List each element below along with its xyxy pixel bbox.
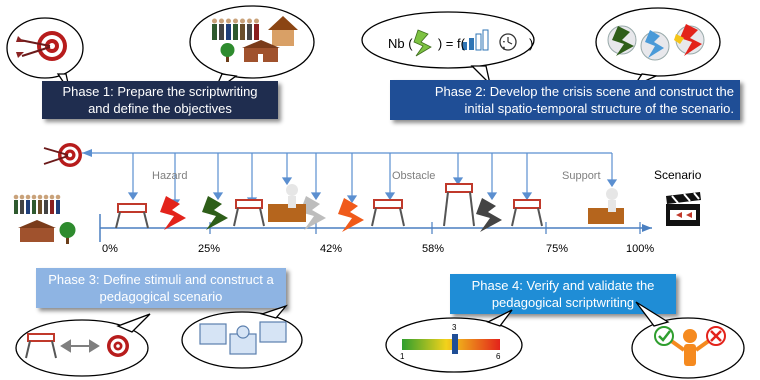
formula-suffix: ; [502, 36, 506, 51]
phase2-line2: initial spatio-temporal structure of the… [464, 101, 734, 116]
support-label: Support [562, 170, 601, 182]
gauge-bar [402, 334, 500, 354]
cross-icon [706, 326, 726, 346]
check-icon [654, 326, 674, 346]
phase4-box: Phase 4: Verify and validate the pedagog… [450, 274, 676, 314]
phase1-box: Phase 1: Prepare the scriptwriting and d… [42, 81, 278, 119]
people-icon [212, 18, 259, 40]
phase4-line1: Phase 4: Verify and validate the [471, 278, 655, 293]
phase1-line2: and define the objectives [88, 101, 232, 116]
tree-icon [59, 222, 76, 244]
tick-42: 42% [320, 243, 343, 255]
target-icon [16, 31, 67, 61]
formula-prefix: Nb ( [388, 36, 413, 51]
gauge-min: 1 [400, 352, 405, 361]
gears-hurdles-icon [199, 321, 287, 355]
clapperboard-icon [666, 192, 701, 226]
lightning-icon [612, 24, 702, 58]
validator-person-icon [668, 329, 712, 366]
building-icon [18, 220, 56, 242]
school-building-icon [242, 40, 280, 62]
hazard-label: Hazard [152, 170, 188, 182]
phase3-line1: Phase 3: Define stimuli and construct a [48, 272, 274, 287]
house-icon [268, 16, 298, 46]
target-icon [107, 335, 129, 357]
tick-100: 100% [626, 243, 655, 255]
formula-end: ) [529, 36, 534, 51]
hazard-lightning-icon [160, 196, 502, 232]
scenario-label: Scenario [654, 168, 702, 182]
battery-level-icon [462, 29, 489, 51]
hurdle-icon [25, 333, 57, 359]
tick-0: 0% [102, 243, 118, 255]
tick-75: 75% [546, 243, 569, 255]
formula-text: Nb ( ) = f( ; ) [388, 36, 533, 51]
phase4-line2: pedagogical scriptwriting [491, 295, 635, 310]
clock-icon [499, 33, 517, 51]
formula-middle: ) = f( [437, 36, 465, 51]
support-figure-icon [268, 184, 624, 224]
actors-icon [13, 194, 61, 214]
gauge-max: 6 [496, 352, 501, 361]
obstacle-label: Obstacle [392, 170, 436, 182]
phase2-box: Phase 2: Develop the crisis scene and co… [390, 80, 740, 120]
phase1-line1: Phase 1: Prepare the scriptwriting [62, 84, 258, 99]
hurdle-icon [115, 183, 543, 229]
double-arrow-icon [60, 339, 100, 353]
green-lightning-icon [413, 29, 432, 57]
stimulus-arrows [127, 153, 618, 208]
tick-58: 58% [422, 243, 445, 255]
phase3-box: Phase 3: Define stimuli and construct a … [36, 268, 286, 308]
target-icon [43, 143, 82, 167]
tree-icon [220, 43, 235, 62]
phase3-line2: pedagogical scenario [99, 289, 223, 304]
tick-25: 25% [198, 243, 221, 255]
gauge-value: 3 [452, 323, 457, 332]
phase2-line1: Phase 2: Develop the crisis scene and co… [434, 84, 734, 99]
